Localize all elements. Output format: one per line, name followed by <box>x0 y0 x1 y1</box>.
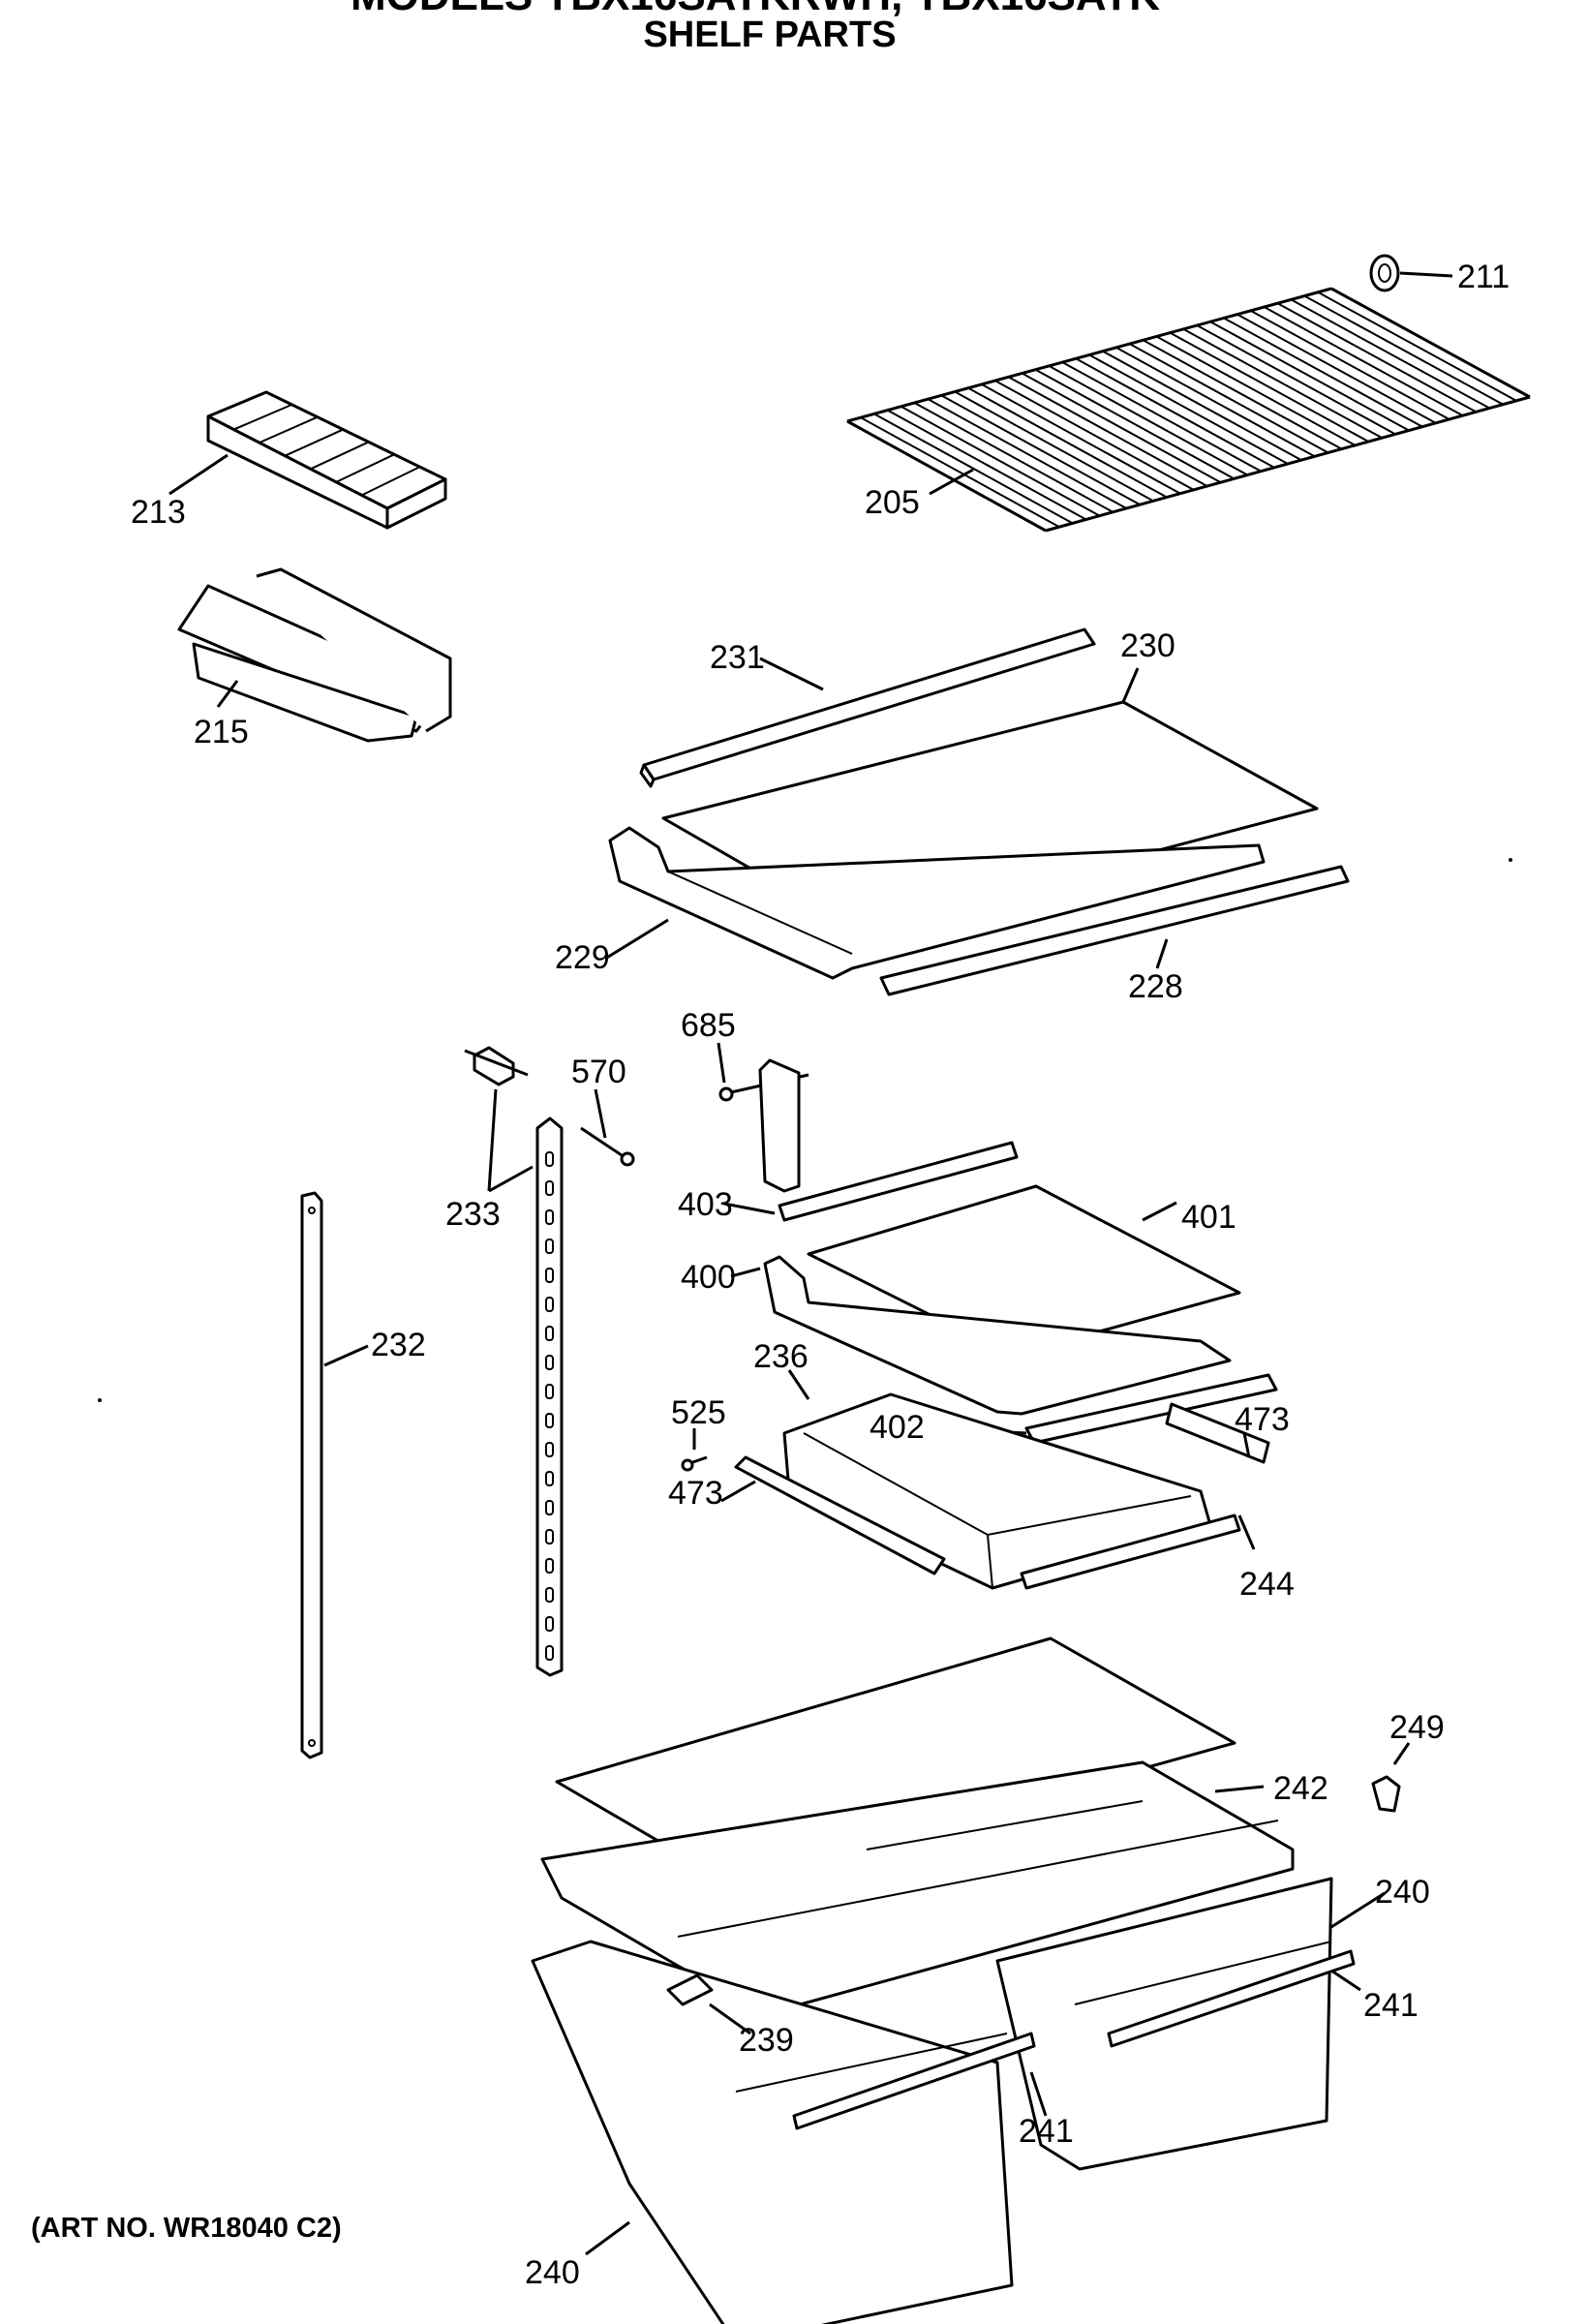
shelf-frame-part <box>608 826 1266 980</box>
ice-tray-part <box>206 390 447 530</box>
screw-part <box>681 1455 708 1472</box>
part-label: 233 <box>445 1196 501 1233</box>
shelf-rail-part <box>879 865 1350 996</box>
drawer-rail-part <box>1165 1402 1270 1464</box>
part-label: 240 <box>1375 1874 1430 1911</box>
part-label: 403 <box>678 1186 733 1223</box>
art-number: (ART NO. WR18040 C2) <box>31 2213 342 2244</box>
part-label: 232 <box>371 1327 426 1363</box>
part-label: 215 <box>194 714 249 750</box>
part-label: 228 <box>1128 968 1183 1005</box>
part-label: 402 <box>870 1409 925 1446</box>
drawer-handle-part <box>1107 1949 1356 2048</box>
part-label: 525 <box>671 1394 726 1431</box>
part-label: 400 <box>681 1259 736 1296</box>
part-label: 242 <box>1273 1770 1328 1807</box>
screw-part <box>580 1126 635 1167</box>
bin-part <box>177 567 452 743</box>
part-label: 241 <box>1019 2113 1074 2150</box>
part-label: 205 <box>865 484 920 521</box>
part-label: 473 <box>668 1475 723 1512</box>
shelf-frame-part <box>763 1255 1232 1416</box>
drawer-handle-part <box>792 2032 1036 2130</box>
part-label: 401 <box>1181 1199 1236 1236</box>
part-label: 240 <box>525 2254 580 2291</box>
part-label: 244 <box>1239 1566 1295 1603</box>
page-title: SHELF PARTS <box>643 15 896 55</box>
part-label: 230 <box>1120 627 1175 664</box>
ladder-part <box>300 1191 323 1759</box>
part-label: 570 <box>571 1054 626 1090</box>
crisper-drawer-part <box>531 1940 1014 2324</box>
bracket-screw-part <box>718 1058 809 1193</box>
part-label: 213 <box>131 494 186 531</box>
part-label: 685 <box>681 1007 736 1044</box>
drawer-rail-part <box>734 1455 946 1575</box>
part-label: 473 <box>1235 1401 1290 1438</box>
model-line: MODELS TBX16SATKRWH, TBX16SATK <box>351 0 1160 19</box>
part-label: 211 <box>1457 259 1510 295</box>
part-label: 229 <box>555 939 610 976</box>
part-label: 239 <box>739 2022 794 2059</box>
part-label: 241 <box>1363 1987 1419 2024</box>
drawer-trim-part <box>1020 1514 1241 1590</box>
ladder-part <box>535 1116 564 1677</box>
crisper-frame-part <box>540 1760 1295 2016</box>
shelf-trim-part <box>778 1141 1019 1222</box>
bracket-screw-part <box>464 1046 529 1086</box>
crisper-bracket-part <box>666 1973 714 2006</box>
part-label: 249 <box>1389 1709 1445 1746</box>
clip-part <box>1371 1775 1401 1813</box>
drawer-pan-part <box>782 1392 1212 1590</box>
wire-shelf-part <box>846 287 1531 533</box>
shelf-trim-part <box>639 627 1096 788</box>
shelf-stop-part <box>1369 254 1400 292</box>
part-label: 231 <box>710 639 765 676</box>
part-label: 236 <box>753 1338 809 1375</box>
